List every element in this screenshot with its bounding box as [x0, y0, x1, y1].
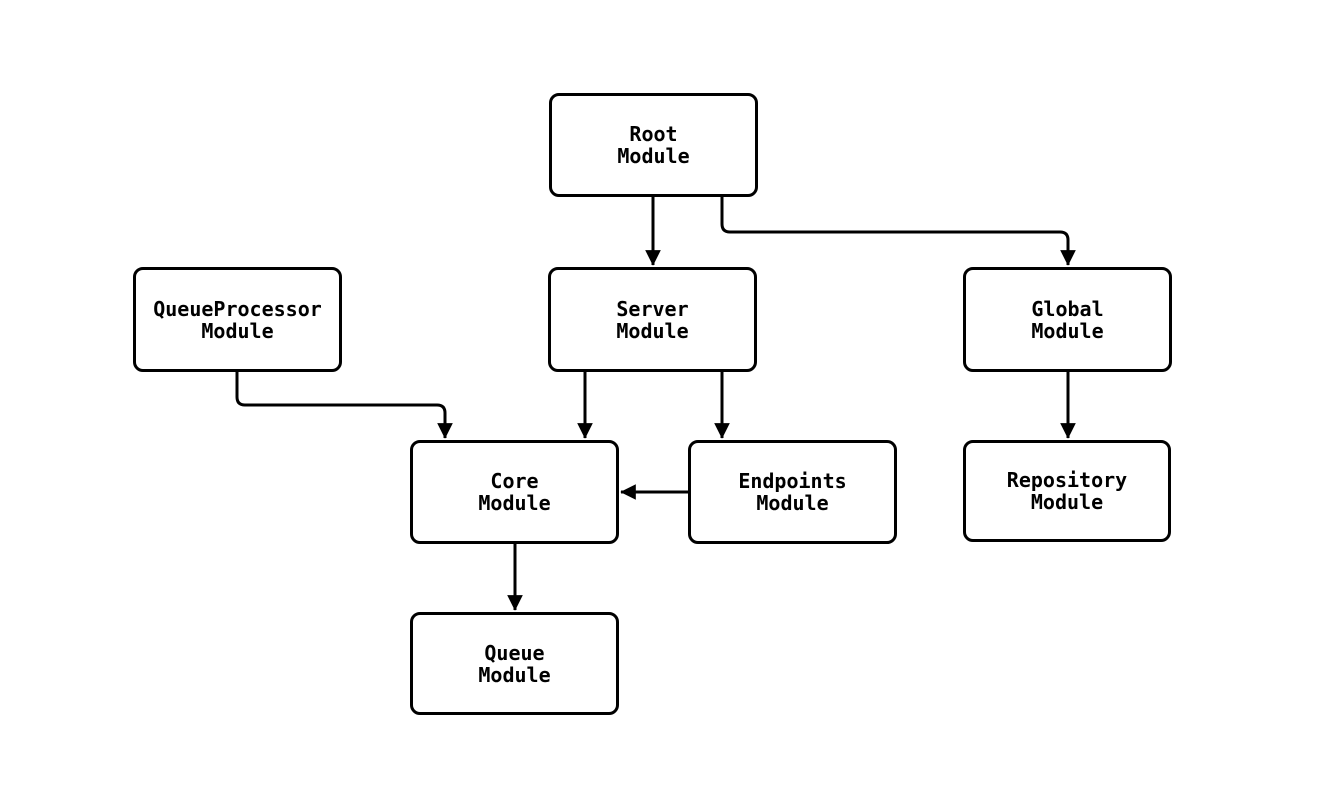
node-label-line: Core [490, 469, 539, 493]
node-label-line: Module [616, 318, 689, 343]
edge-queueprocessor-to-core [235, 372, 453, 439]
node-label-line: Repository [1006, 468, 1128, 492]
node-label-line: Root [629, 122, 678, 146]
node-label-line: Module [1030, 490, 1104, 514]
node-label-line: Global [1031, 296, 1104, 321]
node-label-line: Endpoints [738, 469, 847, 493]
node-label-line: Server [616, 296, 689, 321]
node-label-line: Module [478, 662, 551, 687]
node-label-line: Module [478, 491, 551, 515]
node-label-line: Module [201, 318, 274, 343]
edge-group [235, 197, 1076, 611]
node-label-line: QueueProcessor [153, 296, 322, 321]
node-label-line: Module [1031, 318, 1104, 343]
node-label-line: Queue [484, 640, 545, 665]
edge-root-to-global [720, 197, 1076, 266]
node-label-line: Module [756, 491, 829, 515]
node-label-line: Module [617, 144, 690, 168]
